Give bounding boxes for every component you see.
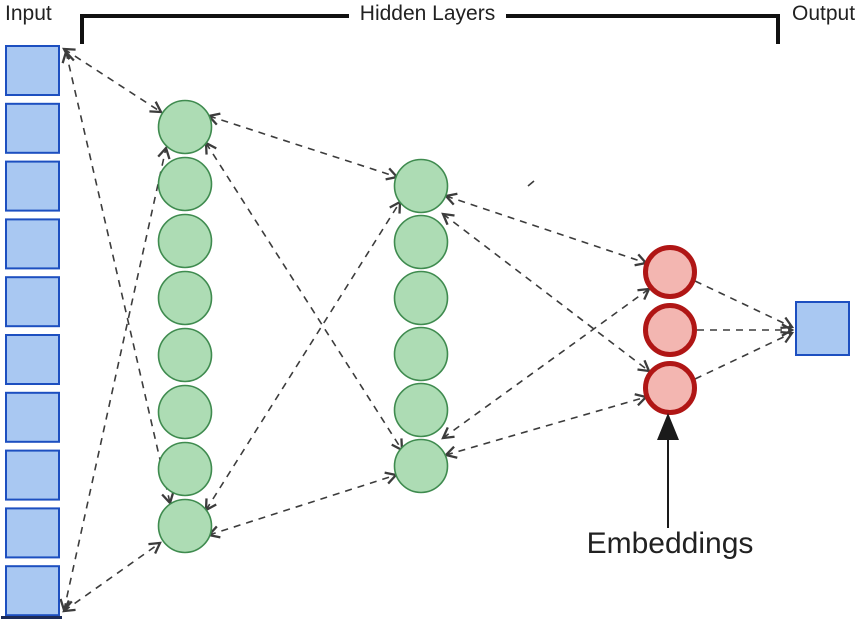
clipped-edge-strip — [1, 616, 62, 619]
hidden-layers-bracket-left — [80, 14, 349, 44]
hidden2-node — [393, 326, 449, 382]
hidden2-node — [393, 438, 449, 494]
input-node — [5, 507, 60, 559]
edges-layer — [59, 47, 795, 613]
input-node — [5, 565, 60, 617]
hidden1-node — [157, 384, 213, 440]
edge-input-bottom-to-hidden1-bottom — [62, 541, 162, 613]
edge-hidden1-top-to-hidden2-top — [206, 112, 400, 181]
edge-input-bottom-to-hidden1-top — [59, 145, 171, 613]
hidden-layers-bracket-right — [506, 14, 780, 44]
hidden1-node — [157, 327, 213, 383]
hidden1-node — [157, 270, 213, 326]
output-node — [795, 301, 850, 356]
hidden1-node — [157, 99, 213, 155]
edge-hidden2-bottom-to-embedding-top — [441, 287, 651, 440]
embedding-node — [643, 245, 697, 299]
hidden2-node — [393, 158, 449, 214]
hidden-layers-label: Hidden Layers — [359, 2, 496, 25]
input-layer-label: Input — [5, 2, 52, 25]
nodes-layer — [5, 45, 850, 617]
edge-embedding-top-to-output — [694, 280, 795, 330]
edge-hidden2-bottom-to-embedding-bottom — [443, 393, 649, 459]
embedding-node — [643, 303, 697, 357]
hidden1-node — [157, 498, 213, 554]
edge-hidden1-top-to-hidden2-bottom — [204, 141, 404, 452]
edge-hidden1-bottom-to-hidden2-bottom — [206, 471, 399, 539]
edge-hidden1-bottom-to-hidden2-top — [204, 200, 402, 512]
embeddings-arrowhead-icon — [657, 413, 679, 440]
input-node — [5, 218, 60, 270]
hidden2-node — [393, 214, 449, 270]
embeddings-label: Embeddings — [586, 527, 754, 560]
edge-hidden2-top-to-embedding-top — [443, 192, 649, 267]
input-node — [5, 449, 60, 501]
input-node — [5, 102, 60, 154]
edge-hidden2-top-to-embedding-bottom — [441, 212, 651, 373]
hidden1-node — [157, 156, 213, 212]
stray-mark — [527, 180, 535, 187]
input-node — [5, 45, 60, 96]
input-node — [5, 391, 60, 443]
hidden1-node — [157, 213, 213, 269]
edge-input-top-to-hidden1-top — [62, 47, 163, 114]
hidden2-node — [393, 270, 449, 326]
edge-input-top-to-hidden1-bottom — [61, 49, 175, 506]
input-node — [5, 160, 60, 212]
input-node — [5, 334, 60, 385]
input-node — [5, 276, 60, 328]
hidden1-node — [157, 441, 213, 497]
hidden2-node — [393, 382, 449, 438]
edge-embedding-bottom-to-output — [694, 330, 795, 380]
output-layer-label: Output — [792, 2, 856, 25]
embedding-node — [643, 361, 697, 415]
